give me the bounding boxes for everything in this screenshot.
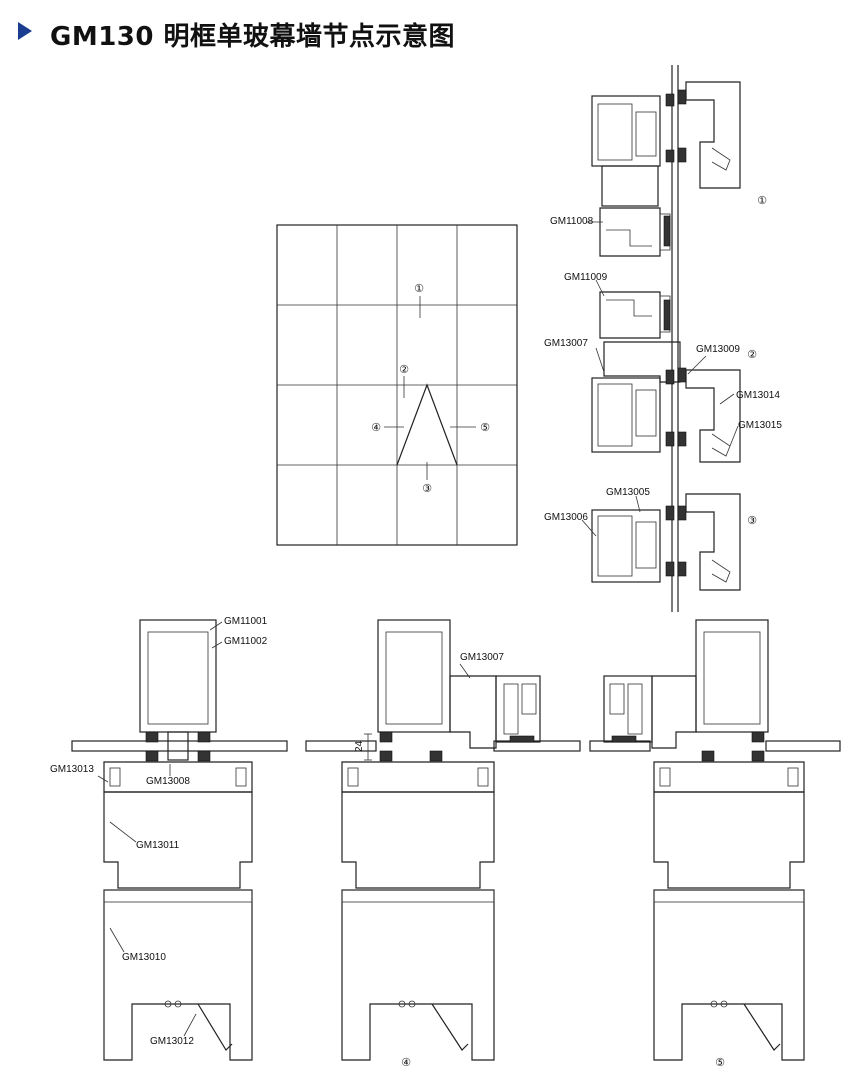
- part-label-gm11008: GM11008: [550, 216, 594, 227]
- elevation-grid: ① ② ④ ⑤ ③: [276, 224, 518, 546]
- part-label-gm13009: GM13009: [696, 344, 740, 355]
- elevation-marker-4: ④: [371, 421, 381, 434]
- vertical-node-mark-2: ②: [747, 348, 757, 361]
- horizontal-section-middle: 24 GM13007 ④: [305, 619, 581, 1069]
- elevation-marker-3: ③: [422, 482, 432, 495]
- horizontal-section-left: GM11001 GM11002 GM13013 GM13008 GM13011 …: [50, 616, 288, 1061]
- dimension-24: 24: [354, 740, 365, 752]
- elevation-marker-2: ②: [399, 363, 409, 376]
- part-label-gm11001: GM11001: [224, 616, 268, 627]
- part-label-gm13012: GM13012: [150, 1036, 194, 1047]
- part-label-gm13007: GM13007: [544, 338, 588, 349]
- part-label-gm13011: GM13011: [136, 840, 180, 851]
- part-label-gm11002: GM11002: [224, 636, 268, 647]
- part-label-gm13008: GM13008: [146, 776, 190, 787]
- vertical-node-mark-1: ①: [757, 194, 767, 207]
- header: GM130 明框单玻幕墙节点示意图: [0, 0, 860, 60]
- vertical-section: ① GM11008 GM11009 GM13007 GM13009 ② GM13…: [544, 65, 782, 612]
- vertical-node-mark-3: ③: [747, 514, 757, 527]
- part-label-gm13015: GM13015: [738, 420, 782, 431]
- part-label-gm13014: GM13014: [736, 390, 780, 401]
- part-label-gm13006: GM13006: [544, 512, 588, 523]
- part-label-gm11009: GM11009: [564, 272, 608, 283]
- elevation-marker-5: ⑤: [480, 421, 490, 434]
- elevation-marker-1: ①: [414, 282, 424, 295]
- part-label-gm13010: GM13010: [122, 952, 166, 963]
- horizontal-node-mark-4: ④: [401, 1056, 411, 1069]
- part-label-gm13005: GM13005: [606, 487, 650, 498]
- part-label-gm13013: GM13013: [50, 764, 94, 775]
- horizontal-section-right: ⑤: [589, 619, 841, 1069]
- title-arrow-icon: [18, 22, 32, 40]
- horizontal-node-mark-5: ⑤: [715, 1056, 725, 1069]
- part-label-gm13007-horizontal: GM13007: [460, 652, 504, 663]
- page-title: GM130 明框单玻幕墙节点示意图: [50, 22, 456, 52]
